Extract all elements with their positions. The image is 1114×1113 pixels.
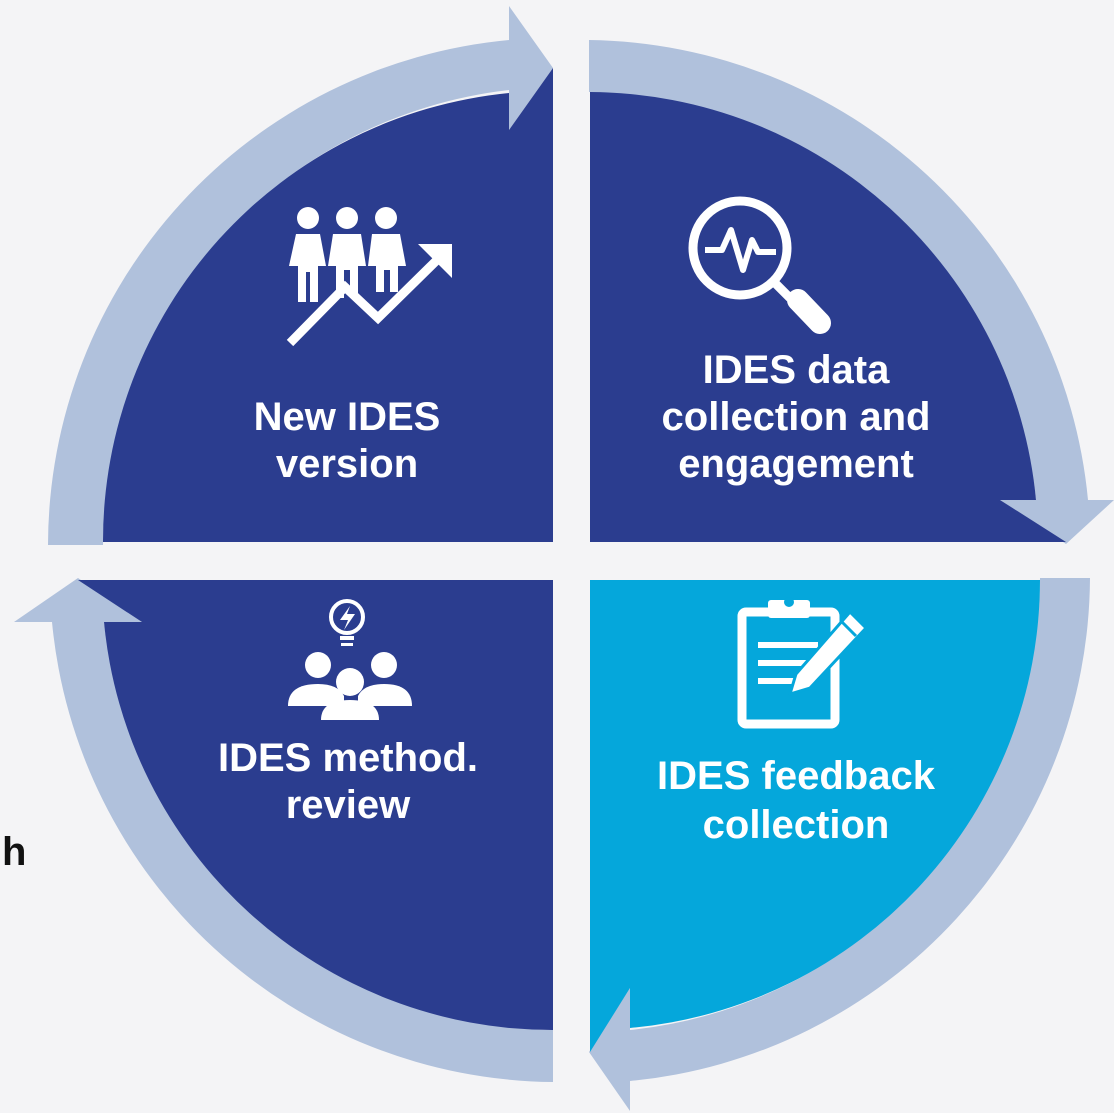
- quadrant-method-review: [78, 580, 553, 1031]
- arrow-bottom-right: [589, 578, 1090, 1111]
- label-data-collection-line3: engagement: [678, 442, 914, 486]
- arrow-bottom-left: [14, 578, 553, 1082]
- label-feedback-line2: collection: [703, 803, 890, 847]
- team-idea-icon: [288, 599, 412, 720]
- label-new-version-line2: version: [276, 442, 418, 486]
- label-data-collection-line2: collection and: [662, 395, 931, 439]
- people-growth-icon: [286, 207, 452, 347]
- stray-text: h: [2, 830, 26, 874]
- label-data-collection: IDES data collection and engagement: [662, 348, 931, 486]
- label-data-collection-line1: IDES data: [703, 348, 890, 392]
- arrow-top-right: [589, 40, 1114, 544]
- clipboard-pencil-icon: [737, 597, 869, 729]
- label-new-version: New IDES version: [254, 395, 441, 486]
- magnifier-pulse-icon: [688, 196, 831, 334]
- label-method-review-line1: IDES method.: [218, 736, 478, 780]
- arrow-top-left: [48, 6, 553, 545]
- quadrant-feedback: [590, 580, 1040, 1052]
- label-feedback-line1: IDES feedback: [657, 754, 936, 798]
- label-new-version-line1: New IDES: [254, 395, 441, 439]
- label-feedback: IDES feedback collection: [657, 754, 936, 847]
- label-method-review: IDES method. review: [218, 736, 478, 827]
- cycle-arrows: [14, 6, 1114, 1111]
- label-method-review-line2: review: [286, 783, 411, 827]
